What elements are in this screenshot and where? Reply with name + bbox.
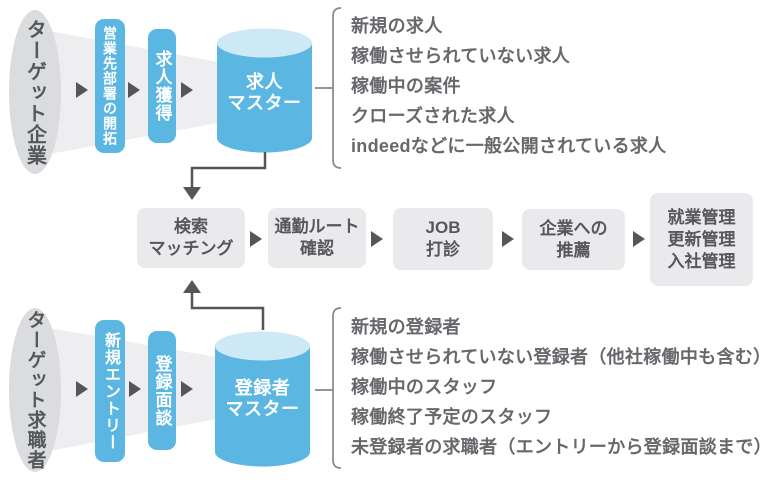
source-target-companies-label: ターゲット企業 <box>23 18 46 166</box>
step-job-acquisition-label: 求人獲得 <box>152 50 172 122</box>
step-registration-interview: 登録面談 <box>148 331 176 450</box>
step-employment-management-line1: 就業管理 <box>667 207 736 227</box>
registrant-master-label-line2: マスター <box>225 399 300 419</box>
step-recommendation-to-company-line2: 推薦 <box>556 240 591 260</box>
registrant-master-label: 登録者 マスター <box>215 378 310 420</box>
step-employment-management: 就業管理 更新管理 入社管理 <box>650 193 753 286</box>
registrant-master-list: 新規の登録者 稼働させられていない登録者（他社稼働中も含む） 稼働中のスタッフ … <box>351 312 760 462</box>
registrant-list-item: 稼働終了予定のスタッフ <box>351 407 553 427</box>
list-brace-top <box>315 7 342 169</box>
flow-arrow-icon <box>76 82 88 98</box>
registrant-list-item: 未登録者の求職者（エントリーから登録面談まで） <box>351 437 760 457</box>
step-search-matching-line1: 検索 <box>174 217 208 236</box>
registrant-list-item: 稼働中のスタッフ <box>351 377 498 397</box>
job-master-label: 求人 マスター <box>217 72 312 114</box>
flow-arrow-icon <box>181 82 193 98</box>
flow-arrow-icon <box>129 381 141 397</box>
flow-arrow-icon <box>128 82 140 98</box>
connector-up <box>190 293 265 330</box>
connector-arrow-up-icon <box>183 280 201 293</box>
job-master-cylinder-top <box>217 28 312 58</box>
registrant-list-item: 稼働させられていない登録者（他社稼働中も含む） <box>351 347 760 367</box>
flow-arrow-icon <box>76 381 88 397</box>
step-commute-route-check-line1: 通勤ルート <box>274 217 360 236</box>
source-target-companies: ターゲット企業 <box>9 10 61 174</box>
job-master-label-line1: 求人 <box>246 72 283 92</box>
registrant-master-label-line1: 登録者 <box>234 378 291 398</box>
job-master-list: 新規の求人 稼働させられていない求人 稼働中の案件 クローズされた求人 inde… <box>351 11 666 161</box>
step-employment-management-line2: 更新管理 <box>667 229 736 249</box>
funnel-mouth-bottom <box>9 308 61 472</box>
step-job-acquisition: 求人獲得 <box>148 29 176 143</box>
step-recommendation-to-company: 企業への 推薦 <box>522 209 625 270</box>
registrant-master-cylinder <box>215 346 310 467</box>
step-commute-route-check: 通勤ルート 確認 <box>268 208 366 268</box>
step-commute-route-check-line2: 確認 <box>300 239 334 258</box>
step-search-matching: 検索 マッチング <box>137 208 245 268</box>
source-target-jobseekers: ターゲット求職者 <box>9 308 61 472</box>
job-list-item: 新規の求人 <box>351 16 443 36</box>
step-search-matching-line2: マッチング <box>148 239 234 258</box>
source-target-jobseekers-label: ターゲット求職者 <box>24 310 46 470</box>
job-list-item: 稼働させられていない求人 <box>351 46 571 66</box>
step-new-entry: 新規エントリー <box>95 320 125 462</box>
step-sales-dept-development: 営業先部署の開拓 <box>95 19 125 153</box>
step-registration-interview-label: 登録面談 <box>152 354 172 427</box>
job-master-cylinder <box>217 43 312 153</box>
step-sales-dept-development-label: 営業先部署の開拓 <box>102 26 118 146</box>
step-employment-management-line3: 入社管理 <box>667 251 736 271</box>
step-recommendation-to-company-line1: 企業への <box>539 218 608 238</box>
job-master-label-line2: マスター <box>227 93 302 113</box>
flow-arrow-icon <box>633 231 645 247</box>
step-job-proposal: JOB 打診 <box>393 208 493 270</box>
flow-arrow-icon <box>371 231 383 247</box>
flow-arrow-icon <box>181 381 193 397</box>
job-list-item: 稼働中の案件 <box>351 76 461 96</box>
step-job-proposal-line2: 打診 <box>426 240 460 259</box>
registrant-list-item: 新規の登録者 <box>351 317 461 337</box>
job-list-item: クローズされた求人 <box>351 106 515 126</box>
list-brace-bottom <box>315 307 342 469</box>
job-list-item: indeedなどに一般公開されている求人 <box>351 136 667 156</box>
step-new-entry-label: 新規エントリー <box>102 331 119 451</box>
funnel-mouth-top <box>9 10 61 174</box>
step-job-proposal-line1: JOB <box>425 218 461 237</box>
registrant-master-cylinder-top <box>215 331 310 361</box>
flow-arrow-icon <box>250 231 262 247</box>
connector-arrow-down-icon <box>183 187 201 200</box>
flow-arrow-icon <box>502 231 514 247</box>
connector-down <box>190 152 267 187</box>
